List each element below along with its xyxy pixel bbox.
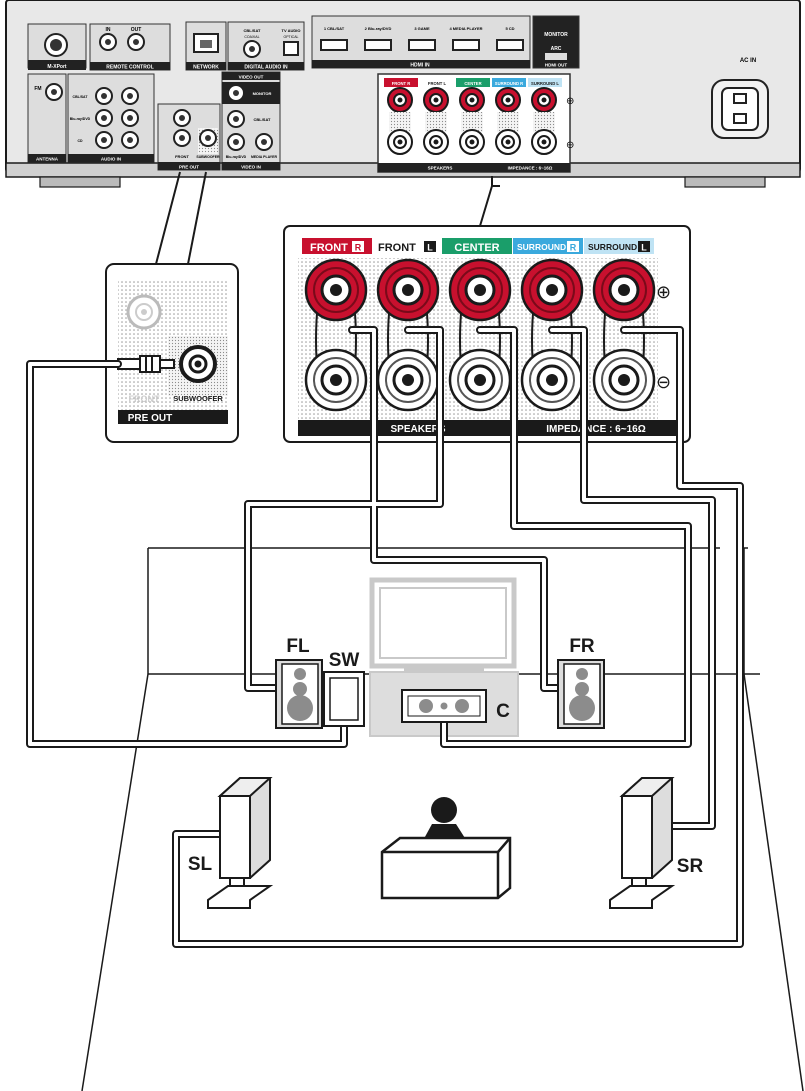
hdmi-input-label: 1 CBL/SAT	[324, 26, 345, 31]
mxport-label: M-XPort	[47, 64, 67, 70]
pre-out-subwoofer-label: SUBWOOFER	[173, 394, 223, 403]
svg-text:⊕: ⊕	[566, 96, 574, 107]
subwoofer: SW	[324, 650, 364, 726]
speaker-small-label: FRONT L	[428, 81, 447, 86]
sw-label: SW	[329, 650, 360, 671]
svg-text:MONITOR: MONITOR	[253, 91, 272, 96]
svg-text:IN: IN	[106, 27, 111, 33]
video-block: VIDEO OUT MONITOR CBL/SAT Blu-ray/DVD ME…	[222, 72, 280, 170]
svg-text:ANTENNA: ANTENNA	[36, 157, 59, 162]
front-left-speaker: FL	[276, 636, 322, 728]
television	[372, 580, 514, 672]
surround-r-label: SURROUND	[517, 242, 566, 252]
svg-text:MONITOR: MONITOR	[544, 32, 568, 38]
hdmi-input-label: 5 CD	[505, 26, 514, 31]
speaker-small-label: SURROUND L	[531, 81, 559, 86]
pre-out-label: PRE OUT	[128, 413, 172, 424]
hdmi-port	[365, 40, 391, 50]
svg-text:R: R	[570, 243, 577, 253]
digital-audio-block: CBL/SAT COAXIAL TV AUDIO OPTICAL DIGITAL…	[228, 22, 304, 71]
sl-label: SL	[188, 854, 213, 875]
plus-symbol: ⊕	[656, 282, 671, 302]
svg-text:HDMI IN: HDMI IN	[410, 63, 430, 69]
surround-left-speaker: SL	[188, 778, 270, 908]
svg-text:L: L	[427, 243, 433, 253]
svg-text:VIDEO IN: VIDEO IN	[241, 165, 261, 170]
svg-text:REMOTE CONTROL: REMOTE CONTROL	[106, 65, 154, 71]
svg-text:TV AUDIO: TV AUDIO	[282, 28, 301, 33]
svg-text:VIDEO OUT: VIDEO OUT	[239, 75, 264, 80]
audio-in-label: CBL/SAT	[73, 95, 89, 99]
hdmi-in-block: 1 CBL/SAT 2 Blu-ray/DVD 3 GAME 4 MEDIA PLAY…	[312, 16, 530, 69]
impedance-footer: IMPEDANCE : 6~16Ω	[546, 424, 645, 435]
hdmi-port	[453, 40, 479, 50]
svg-text:CBL/SAT: CBL/SAT	[243, 28, 261, 33]
svg-text:MEDIA PLAYER: MEDIA PLAYER	[251, 155, 277, 159]
listener	[382, 797, 510, 898]
speaker-small-label: CENTER	[464, 81, 481, 86]
svg-text:COAXIAL: COAXIAL	[244, 35, 259, 39]
svg-text:L: L	[641, 243, 647, 253]
hdmi-input-label: 2 Blu-ray/DVD	[365, 26, 392, 31]
svg-text:DIGITAL AUDIO IN: DIGITAL AUDIO IN	[244, 65, 288, 71]
minus-symbol: ⊖	[656, 372, 671, 392]
hdmi-port	[321, 40, 347, 50]
svg-text:SPEAKERS: SPEAKERS	[428, 166, 453, 171]
fr-label: FR	[569, 636, 595, 657]
pre-out-front-label: FRONT	[129, 394, 160, 404]
mxport-block: M-XPort	[28, 24, 86, 70]
svg-text:NETWORK: NETWORK	[193, 65, 219, 71]
pre-out-zoom-panel: FRONT SUBWOOFER PRE OUT	[106, 264, 238, 442]
front-right-speaker: FR	[558, 636, 604, 728]
svg-text:SUBWOOFER: SUBWOOFER	[196, 155, 220, 159]
svg-text:PRE OUT: PRE OUT	[179, 165, 199, 170]
audio-in-label: Blu-ray/DVD	[70, 117, 91, 121]
svg-text:CBL/SAT: CBL/SAT	[253, 117, 271, 122]
svg-text:AUDIO IN: AUDIO IN	[101, 157, 121, 162]
pre-out-small-block: FRONT SUBWOOFER PRE OUT	[158, 104, 220, 170]
svg-text:R: R	[355, 243, 362, 253]
svg-text:IMPEDANCE : 6~16Ω: IMPEDANCE : 6~16Ω	[508, 166, 553, 171]
audio-in-label: CD	[77, 139, 83, 143]
audio-in-block: CBL/SAT Blu-ray/DVD CD AUDIO IN	[68, 74, 154, 162]
hdmi-input-label: 4 MEDIA PLAYER	[449, 26, 482, 31]
front-r-label: FRONT	[310, 242, 348, 254]
svg-text:FM: FM	[34, 86, 41, 92]
speakers-small-block: FRONT R FRONT L CENTER SURROUND R SURROUND L…	[378, 74, 574, 172]
svg-text:⊖: ⊖	[566, 140, 574, 151]
front-l-label: FRONT	[378, 242, 416, 254]
fl-label: FL	[286, 636, 310, 657]
remote-control-block: IN OUT REMOTE CONTROL	[90, 24, 170, 71]
c-label: C	[496, 701, 510, 722]
svg-text:OUT: OUT	[131, 27, 142, 33]
antenna-block: FM ANTENNA	[28, 74, 66, 162]
network-block: NETWORK	[186, 22, 226, 71]
surround-right-speaker: SR	[610, 778, 703, 908]
speaker-small-label: FRONT R	[392, 81, 411, 86]
hdmi-port	[409, 40, 435, 50]
svg-text:FRONT: FRONT	[175, 154, 189, 159]
svg-text:Blu-ray/DVD: Blu-ray/DVD	[226, 155, 247, 159]
hdmi-out-block: MONITOR ARC HDMI OUT	[533, 16, 579, 68]
hdmi-input-label: 3 GAME	[414, 26, 430, 31]
receiver-rear-panel: M-XPort IN OUT REMOTE CONTROL NETWORK CB…	[6, 0, 800, 187]
hdmi-port	[497, 40, 523, 50]
svg-text:OPTICAL: OPTICAL	[284, 35, 299, 39]
speaker-small-label: SURROUND R	[495, 81, 523, 86]
svg-text:HDMI OUT: HDMI OUT	[545, 63, 567, 68]
svg-text:ARC: ARC	[551, 46, 562, 52]
sr-label: SR	[677, 856, 704, 877]
surround-l-label: SURROUND	[588, 242, 637, 252]
svg-text:AC IN: AC IN	[740, 58, 756, 64]
center-label: CENTER	[454, 242, 499, 254]
